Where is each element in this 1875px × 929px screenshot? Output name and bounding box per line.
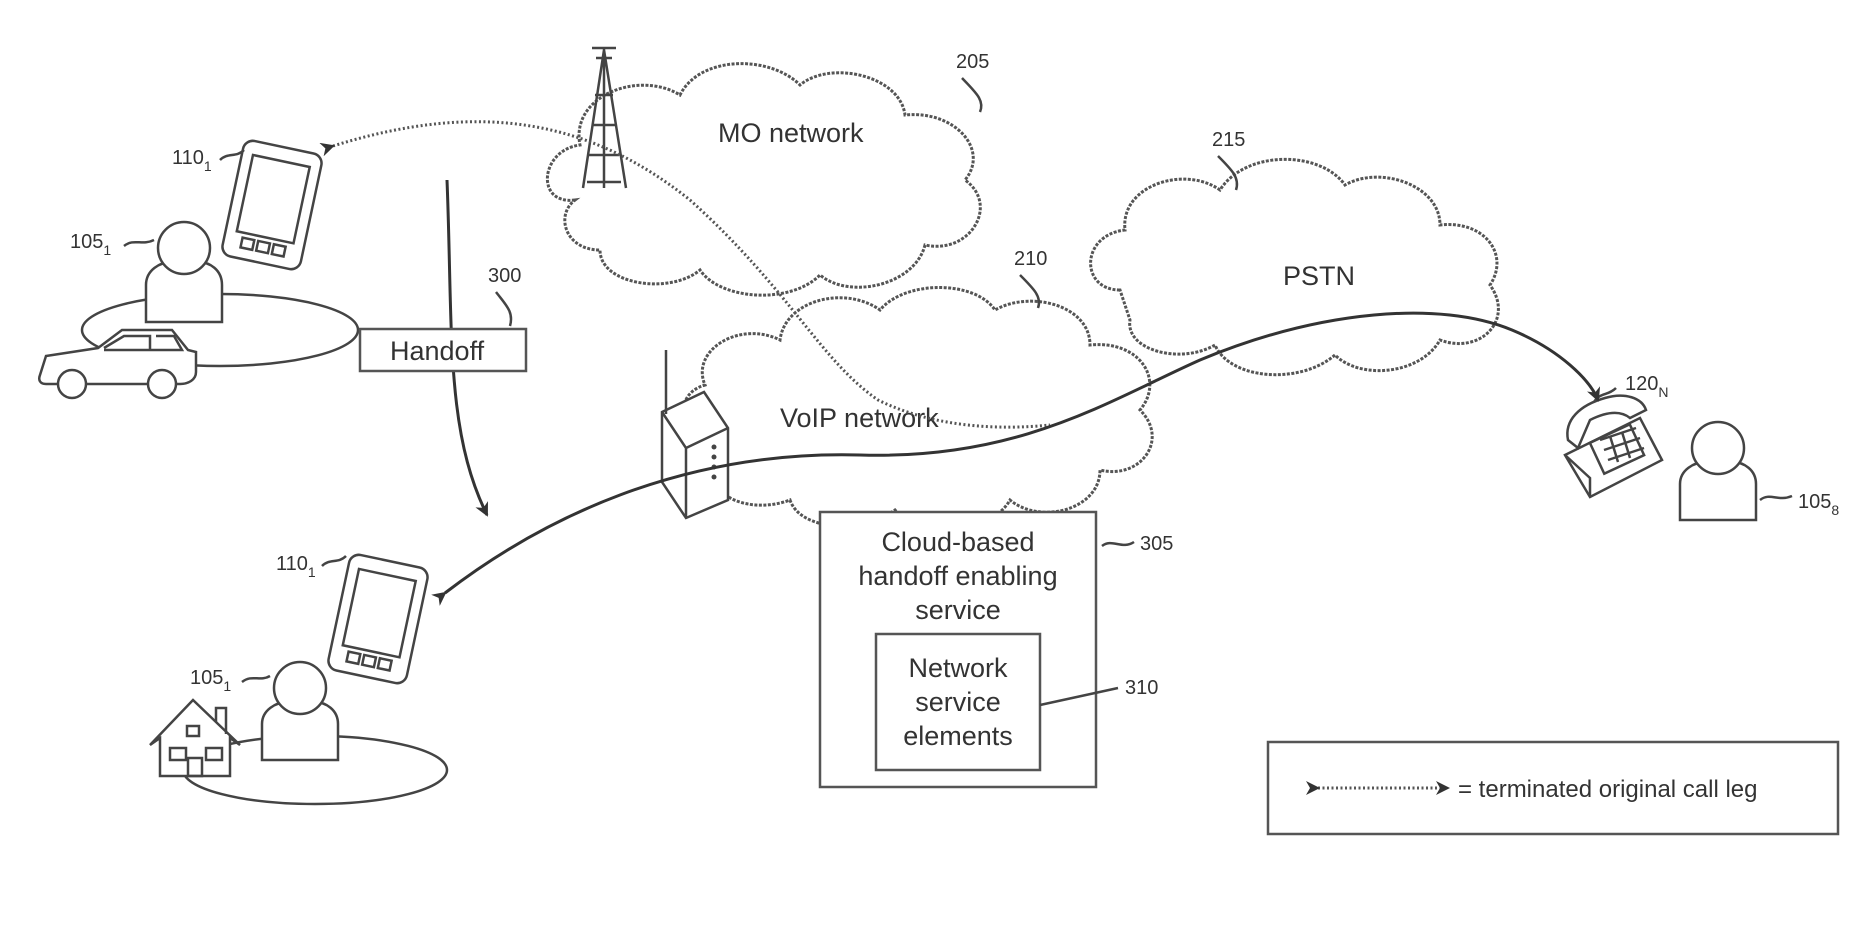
user-top-ref: 1051: [70, 231, 111, 258]
house-icon: [150, 700, 240, 776]
phone-top-ref: 1101: [172, 147, 212, 174]
phone-icon-bottom: [327, 553, 430, 685]
user-icon-bottom: [262, 662, 338, 760]
user-right-ref: 1058: [1798, 491, 1839, 518]
user-right-leader: [1760, 496, 1792, 500]
phone-bottom-ref: 1101: [276, 553, 316, 580]
handoff-label: Handoff: [390, 336, 485, 366]
user-icon-right: [1680, 422, 1756, 520]
ref-305: 305: [1140, 533, 1173, 555]
landline-ref: 120N: [1625, 373, 1669, 400]
pstn-label: PSTN: [1283, 261, 1355, 291]
ref-205: 205: [956, 51, 989, 73]
phone-bottom-leader: [322, 556, 346, 566]
service-line-3: service: [915, 595, 1001, 625]
mo-network-label: MO network: [718, 118, 864, 148]
voip-network-label: VoIP network: [780, 403, 939, 433]
legend-text: = terminated original call leg: [1458, 776, 1758, 803]
service-line-1: Cloud-based: [881, 527, 1034, 557]
ref-215: 215: [1212, 129, 1245, 151]
phone-icon-top: [221, 139, 324, 271]
network-elements-line-2: service: [915, 687, 1001, 717]
ref-305-leader: [1102, 542, 1134, 546]
ref-205-leader: [962, 78, 981, 112]
user-bottom-ref: 1051: [190, 667, 231, 694]
ref-310: 310: [1125, 677, 1158, 699]
ref-300: 300: [488, 265, 521, 287]
user-top-leader: [124, 240, 154, 246]
network-elements-line-1: Network: [908, 653, 1008, 683]
ref-300-leader: [496, 292, 511, 326]
user-bottom-leader: [242, 676, 270, 682]
user-icon-top: [146, 222, 222, 322]
service-line-2: handoff enabling: [858, 561, 1057, 591]
network-elements-line-3: elements: [903, 721, 1013, 751]
ref-210: 210: [1014, 248, 1047, 270]
car-icon: [39, 330, 196, 398]
landline-phone-icon: [1565, 396, 1662, 497]
